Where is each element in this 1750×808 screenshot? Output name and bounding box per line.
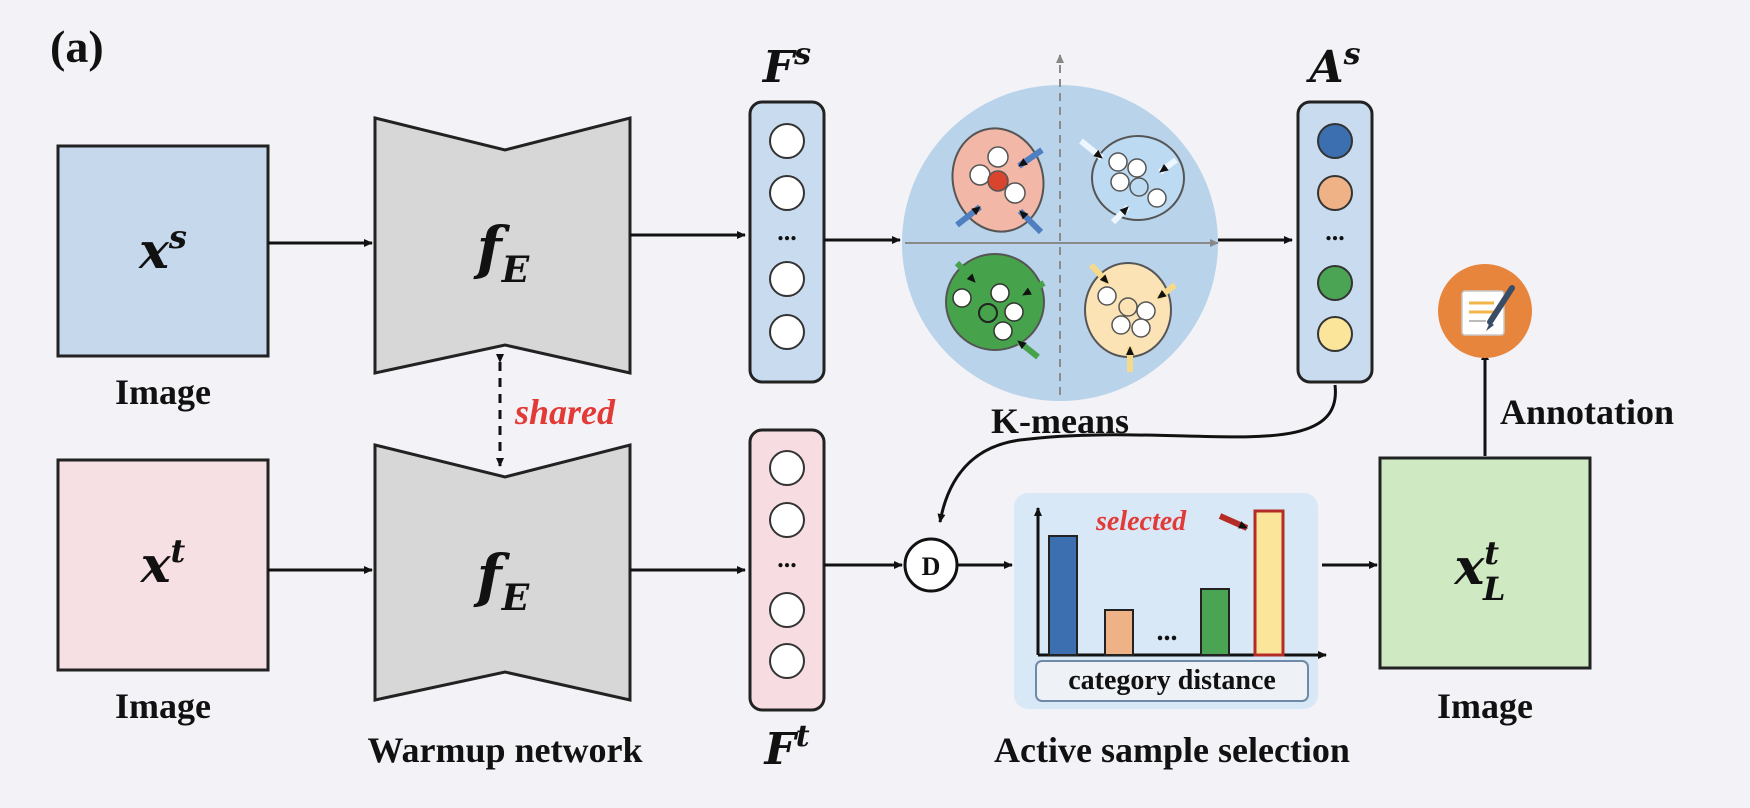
svg-text:Ft: Ft	[762, 719, 809, 775]
ft-node	[769, 592, 805, 628]
cluster-yellow	[1084, 262, 1177, 372]
target-image-caption: Image	[115, 686, 211, 726]
svg-text:fE: fE	[473, 214, 530, 291]
anchor-node-yellow	[1317, 316, 1353, 352]
category-distance-label: category distance	[1068, 665, 1276, 696]
cluster-red	[951, 127, 1045, 235]
source-encoder-sub: E	[501, 249, 530, 291]
source-image-caption: Image	[115, 372, 211, 412]
anchor-column: ...	[1296, 100, 1374, 384]
annotation-label: Annotation	[1500, 392, 1674, 432]
anchors-var: A	[1305, 42, 1343, 93]
labeled-image-sub: L	[1482, 570, 1506, 608]
fs-node	[769, 261, 805, 297]
source-image-box: xs	[56, 144, 270, 358]
ft-node	[769, 450, 805, 486]
anchor-node-blue	[1317, 123, 1353, 159]
source-feature-column: ...	[748, 100, 826, 384]
selected-arrow	[1218, 513, 1249, 531]
fs-node	[769, 175, 805, 211]
shared-label: shared	[514, 392, 616, 432]
svg-text:xtL: xtL	[1453, 534, 1505, 608]
labeled-image-caption: Image	[1437, 686, 1533, 726]
selection-caption: Active sample selection	[994, 730, 1350, 770]
target-image-var: x	[140, 535, 172, 594]
distance-bar	[1200, 588, 1230, 656]
target-image-sup: t	[171, 532, 186, 570]
fs-ellipsis: ...	[777, 217, 797, 246]
source-image-var: x	[138, 221, 170, 280]
anchor-node-orange	[1317, 175, 1353, 211]
selection-panel: ... selected category distance	[1014, 493, 1327, 709]
distance-bar-selected	[1253, 509, 1285, 657]
anchors-ellipsis: ...	[1325, 217, 1345, 246]
svg-text:As: As	[1305, 37, 1360, 93]
target-encoder-sub: E	[501, 577, 530, 619]
anchor-node-green	[1317, 265, 1353, 301]
kmeans-diagram	[902, 54, 1219, 401]
category-distance-box	[1035, 660, 1309, 702]
arrow-anchors-to-distance	[937, 384, 1337, 523]
ft-node	[769, 643, 805, 679]
svg-text:xs: xs	[138, 218, 187, 280]
ft-ellipsis: ...	[777, 544, 797, 573]
encoder-caption: Warmup network	[367, 730, 642, 770]
fs-sup: s	[793, 37, 811, 72]
distance-label: D	[922, 552, 941, 581]
distance-bar	[1104, 609, 1134, 656]
fs-var: F	[761, 42, 797, 93]
ft-sup: t	[796, 719, 810, 754]
target-image-box: xt	[56, 458, 270, 672]
svg-text:xt: xt	[140, 532, 186, 594]
target-feature-column: ...	[748, 428, 826, 712]
cluster-blue	[1079, 135, 1185, 225]
fs-node	[769, 314, 805, 350]
selection-ellipsis: ...	[1157, 616, 1178, 647]
ft-node	[769, 502, 805, 538]
target-encoder: fE	[373, 443, 632, 702]
source-image-sup: s	[168, 218, 187, 256]
anchors-sup: s	[1343, 37, 1361, 72]
annotation-icon	[1438, 264, 1532, 358]
labeled-image-sup: t	[1484, 534, 1499, 572]
cluster-green	[945, 253, 1046, 360]
selected-label: selected	[1095, 506, 1187, 537]
distance-bar	[1048, 535, 1078, 656]
fs-node	[769, 123, 805, 159]
svg-text:Fs: Fs	[761, 37, 811, 93]
distance-node: D	[903, 537, 959, 593]
source-encoder: fE	[373, 116, 632, 375]
panel-label: (a)	[50, 21, 104, 72]
ft-var: F	[762, 724, 798, 775]
labeled-image-var: x	[1453, 537, 1485, 596]
